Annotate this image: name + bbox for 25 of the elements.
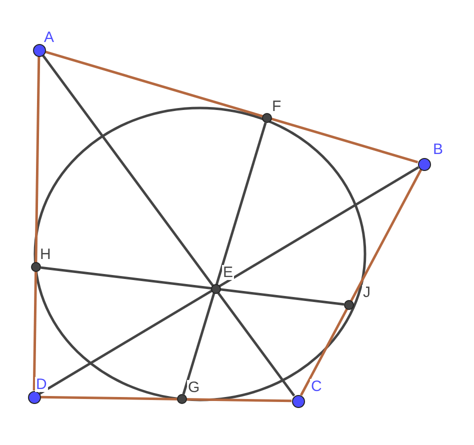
point [211,284,221,294]
point [28,390,40,404]
line-segment [40,396,292,402]
point [31,262,41,272]
point-label: B [432,142,444,157]
point [177,394,187,404]
point [32,44,46,56]
line-segment [182,122,267,395]
point-label: C [310,379,323,394]
line-segment [44,50,418,164]
point-label: J [362,285,372,300]
point-label: E [222,265,234,280]
point [344,300,354,310]
point [418,158,430,170]
line-segment [42,54,296,397]
point-label: D [35,377,48,392]
point [292,394,304,408]
point-label: G [187,380,201,395]
point-label: H [39,247,52,262]
point-label: A [43,30,56,45]
point [262,113,272,123]
line-segment [300,169,422,396]
point-label: F [271,99,282,114]
line-segment [38,166,420,395]
line-segment [40,266,344,306]
